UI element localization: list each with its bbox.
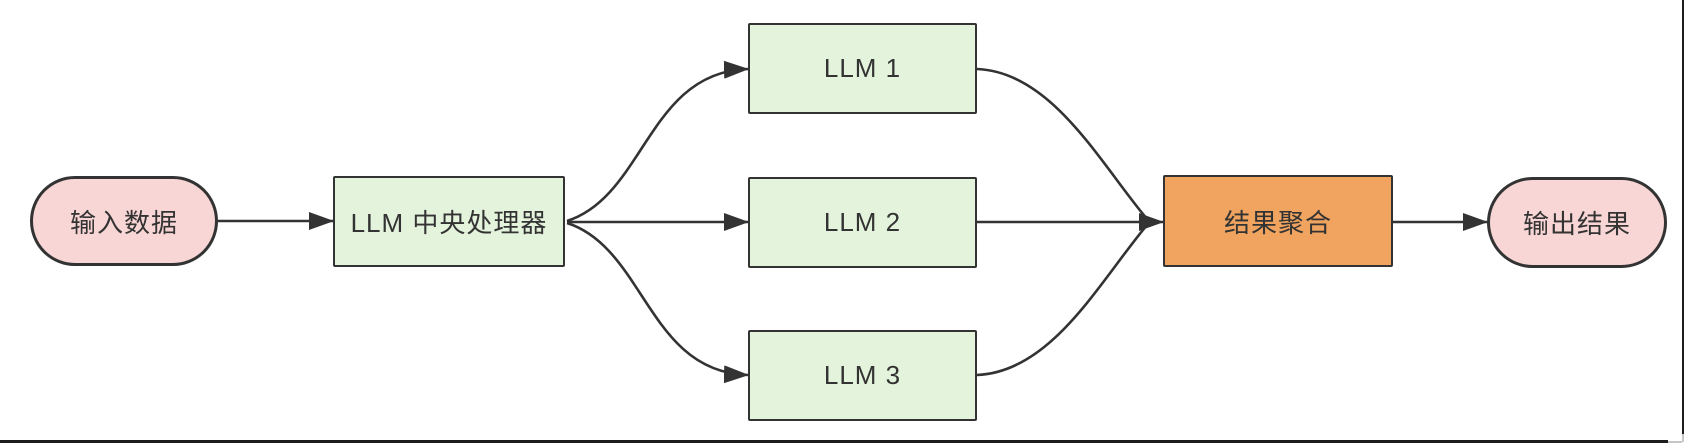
node-llm-1[interactable]: LLM 1	[748, 23, 977, 114]
node-result-aggregation-label: 结果聚合	[1223, 207, 1332, 238]
edge-processor-to-llm3	[566, 221, 749, 384]
frame-right-line	[1682, 0, 1684, 434]
node-input-data[interactable]: 输入数据	[30, 176, 218, 266]
node-llm-1-label: LLM 1	[823, 53, 902, 83]
frame-right-line-end	[1682, 434, 1684, 442]
frame-bottom-line	[0, 440, 1668, 443]
edge-llm1-to-aggregator	[976, 67, 1148, 220]
frame-bottom-line-end	[1668, 441, 1682, 443]
node-llm-3-label: LLM 3	[823, 360, 902, 390]
node-input-data-label: 输入数据	[69, 207, 178, 238]
node-result-aggregation[interactable]: 结果聚合	[1163, 175, 1393, 267]
node-llm-central-processor-label: LLM 中央处理器	[350, 208, 548, 238]
edge-llm3-to-aggregator	[976, 224, 1148, 377]
node-llm-central-processor[interactable]: LLM 中央处理器	[333, 176, 565, 267]
node-llm-3[interactable]: LLM 3	[748, 330, 977, 421]
edge-processor-to-llm1	[566, 60, 749, 223]
node-llm-2-label: LLM 2	[823, 207, 902, 237]
node-output-result-label: 输出结果	[1522, 209, 1631, 239]
node-llm-2[interactable]: LLM 2	[748, 177, 977, 268]
node-output-result[interactable]: 输出结果	[1487, 177, 1667, 268]
